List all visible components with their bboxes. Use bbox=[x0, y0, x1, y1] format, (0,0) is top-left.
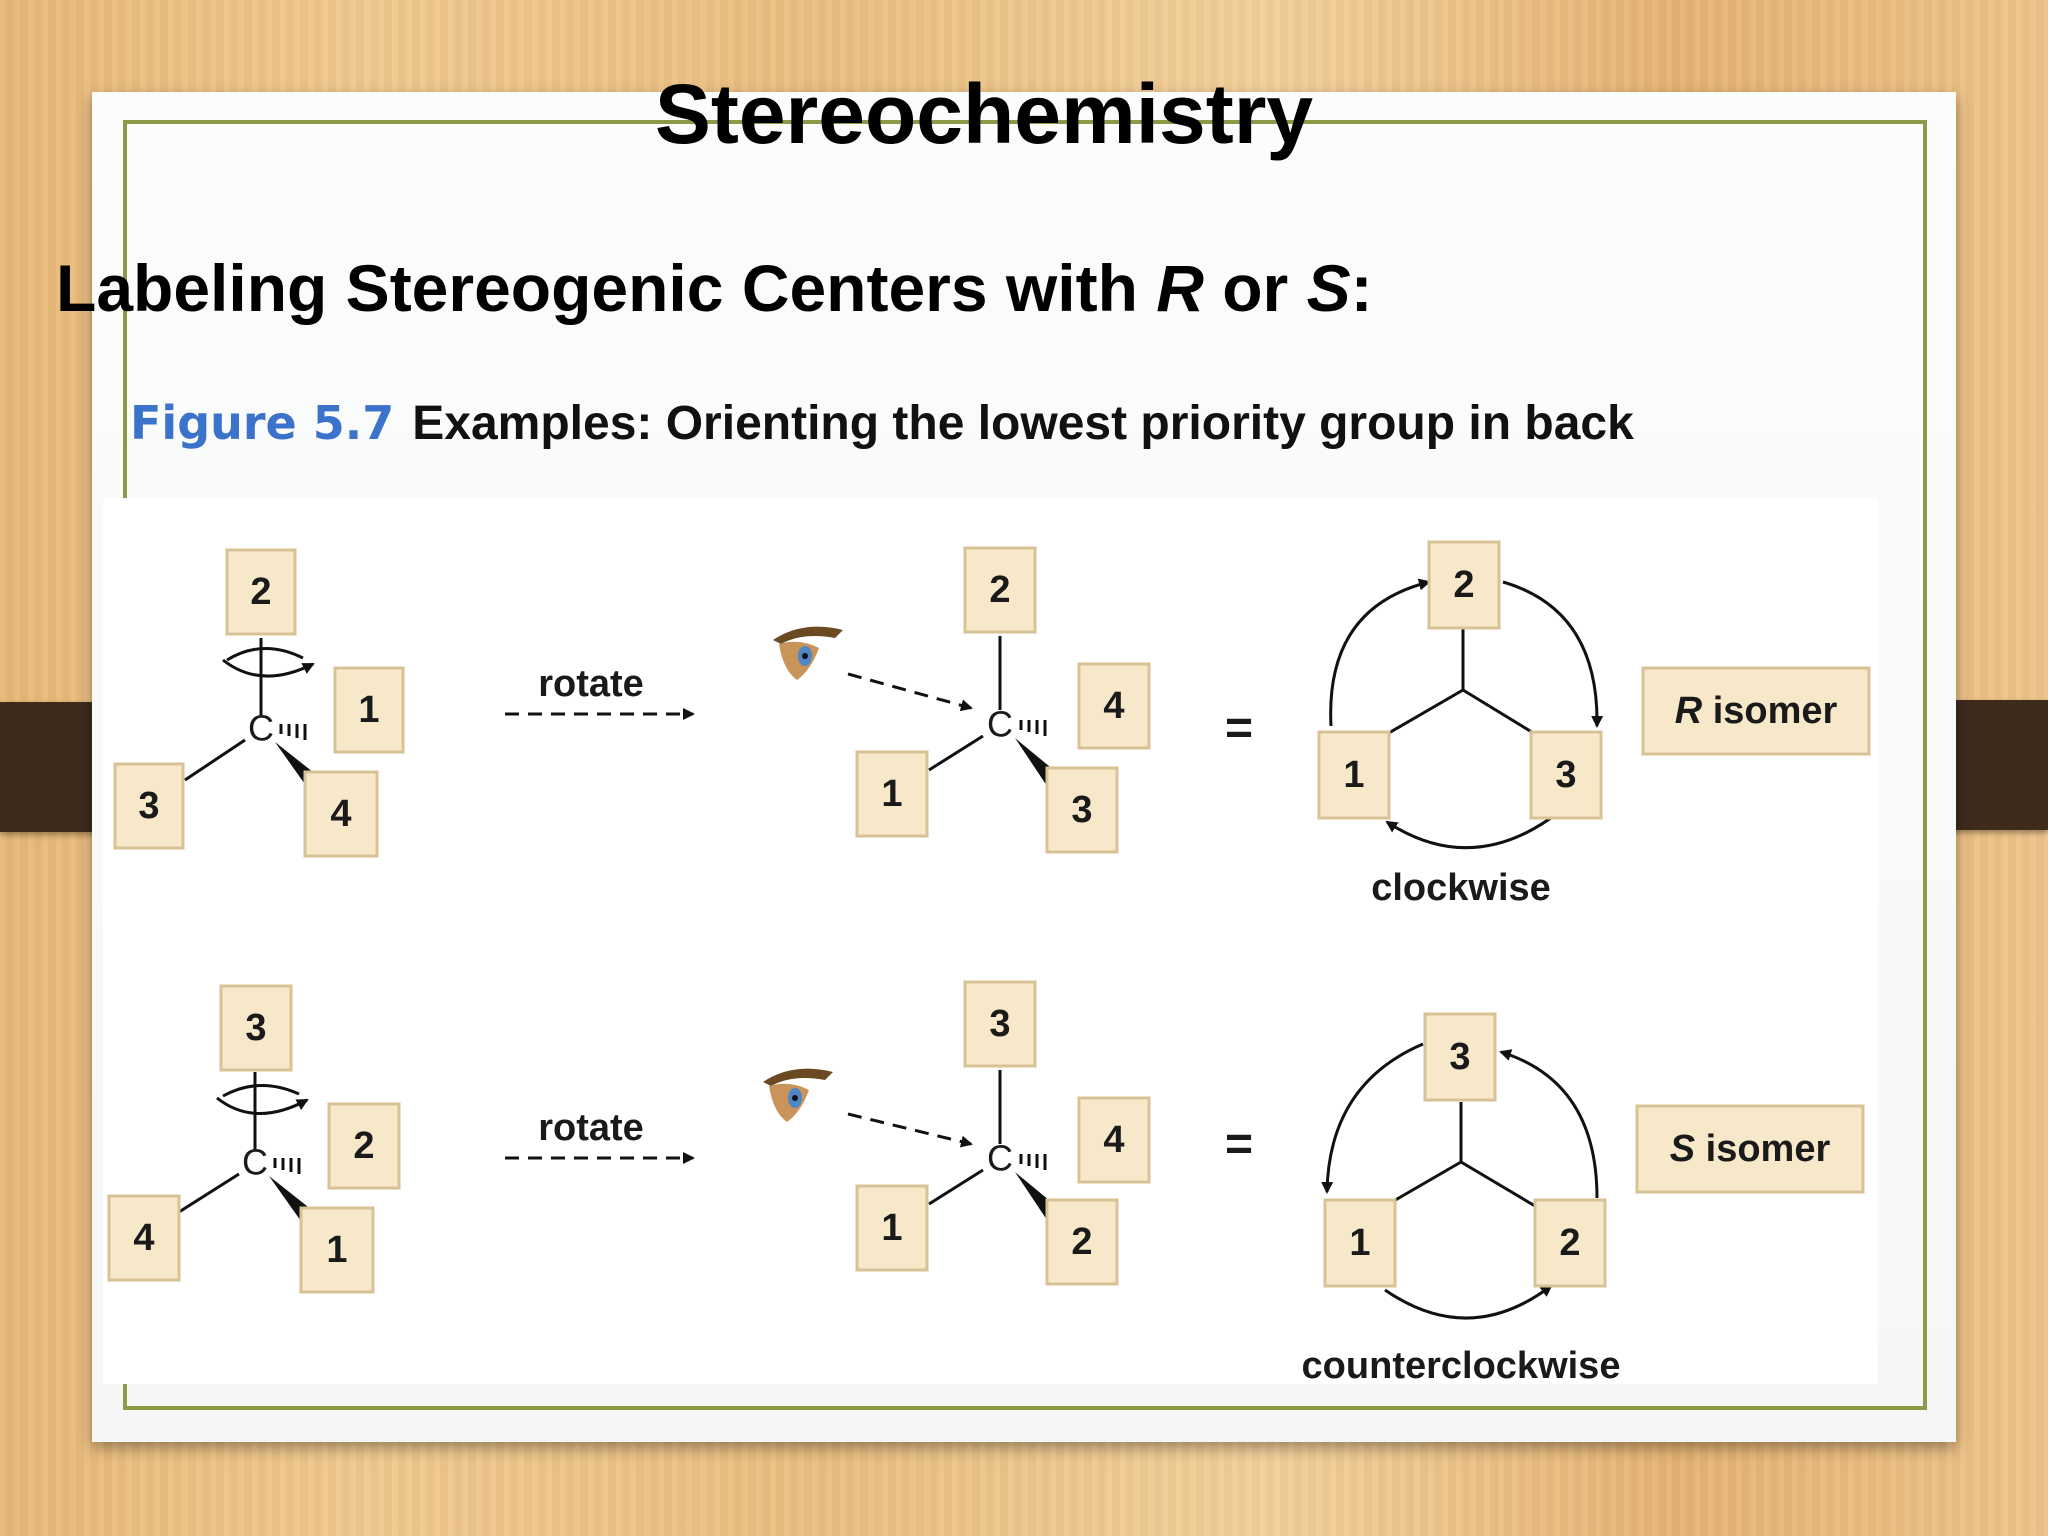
heading-text-1: Labeling Stereogenic Centers with bbox=[56, 251, 1157, 325]
row2-proj-right: 2 bbox=[1559, 1222, 1580, 1264]
heading-text-2: or bbox=[1203, 251, 1307, 325]
row2-direction: counterclockwise bbox=[1302, 1345, 1621, 1384]
row1-direction: clockwise bbox=[1371, 867, 1551, 909]
row2-after-left: 1 bbox=[881, 1207, 902, 1249]
figure-panel: C 2 1 3 4 rotate C 2 4 1 3 = bbox=[103, 498, 1878, 1384]
row2-after-molecule: C 3 4 1 2 bbox=[763, 980, 1151, 1286]
row2-after-right: 4 bbox=[1103, 1119, 1124, 1161]
row2-before-molecule: C 3 2 4 1 bbox=[107, 984, 401, 1294]
row1-before-top: 2 bbox=[250, 571, 271, 613]
row1-after-left: 1 bbox=[881, 773, 902, 815]
row2-before-right: 2 bbox=[353, 1125, 374, 1167]
row2-result-letter: S bbox=[1670, 1128, 1695, 1170]
row1-result-box: R isomer bbox=[1641, 666, 1871, 756]
row1-before-left: 3 bbox=[138, 785, 159, 827]
row2-result: S isomer bbox=[1670, 1128, 1831, 1170]
row1-after-molecule: C 2 4 1 3 bbox=[773, 546, 1151, 854]
row2-projection: 3 1 2 counterclockwise bbox=[1302, 1012, 1621, 1384]
row1-rotate-arrow: rotate bbox=[505, 663, 695, 720]
slide-heading: Labeling Stereogenic Centers with R or S… bbox=[56, 250, 1373, 326]
row2-rotate-arrow: rotate bbox=[505, 1107, 695, 1164]
row1-after-top: 2 bbox=[989, 569, 1010, 611]
row2-equals: = bbox=[1225, 1118, 1253, 1171]
binder-clip-left bbox=[0, 702, 104, 832]
figure-number: Figure 5.7 bbox=[130, 396, 395, 450]
stereo-diagram: C 2 1 3 4 rotate C 2 4 1 3 = bbox=[107, 540, 1871, 1384]
row1-proj-left: 1 bbox=[1343, 754, 1364, 796]
row1-after-carbon: C bbox=[987, 704, 1013, 745]
row1-result-letter: R bbox=[1675, 690, 1703, 732]
row1-proj-right: 3 bbox=[1555, 754, 1576, 796]
row1-proj-top: 2 bbox=[1453, 564, 1474, 606]
row2-after-wedge: 2 bbox=[1071, 1221, 1092, 1263]
row1-after-right: 4 bbox=[1103, 685, 1124, 727]
row2-after-top: 3 bbox=[989, 1003, 1010, 1045]
row2-rotate-label: rotate bbox=[538, 1107, 644, 1149]
row1-eye-icon bbox=[773, 626, 843, 680]
row2-after-carbon: C bbox=[987, 1138, 1013, 1179]
slide-title: Stereochemistry bbox=[654, 67, 1314, 161]
row1-before-wedge: 4 bbox=[330, 793, 351, 835]
figure-caption-text: Examples: Orienting the lowest priority … bbox=[412, 397, 1634, 450]
row2-eye-icon bbox=[763, 1068, 833, 1122]
heading-s: S bbox=[1306, 251, 1351, 325]
row2-result-box: S isomer bbox=[1635, 1104, 1865, 1194]
row1-after-wedge: 3 bbox=[1071, 789, 1092, 831]
row2-before-carbon: C bbox=[242, 1142, 268, 1183]
row2-before-left: 4 bbox=[133, 1217, 154, 1259]
row1-equals: = bbox=[1225, 702, 1253, 755]
row1-before-molecule: C 2 1 3 4 bbox=[113, 548, 405, 858]
row1-before-carbon: C bbox=[248, 708, 274, 749]
row1-projection: 2 1 3 clockwise bbox=[1317, 540, 1604, 909]
row1-rotate-label: rotate bbox=[538, 663, 644, 705]
heading-text-3: : bbox=[1350, 251, 1373, 325]
row2-proj-left: 1 bbox=[1349, 1222, 1370, 1264]
heading-r: R bbox=[1156, 251, 1204, 325]
row2-before-top: 3 bbox=[245, 1007, 266, 1049]
row1-before-right: 1 bbox=[358, 689, 379, 731]
row1-result-word: isomer bbox=[1702, 690, 1837, 732]
row1-result: R isomer bbox=[1675, 690, 1838, 732]
row2-before-wedge: 1 bbox=[326, 1229, 347, 1271]
row2-result-word: isomer bbox=[1695, 1128, 1830, 1170]
figure-caption: Figure 5.7 Examples: Orienting the lowest… bbox=[130, 396, 1634, 451]
row2-proj-top: 3 bbox=[1449, 1036, 1470, 1078]
